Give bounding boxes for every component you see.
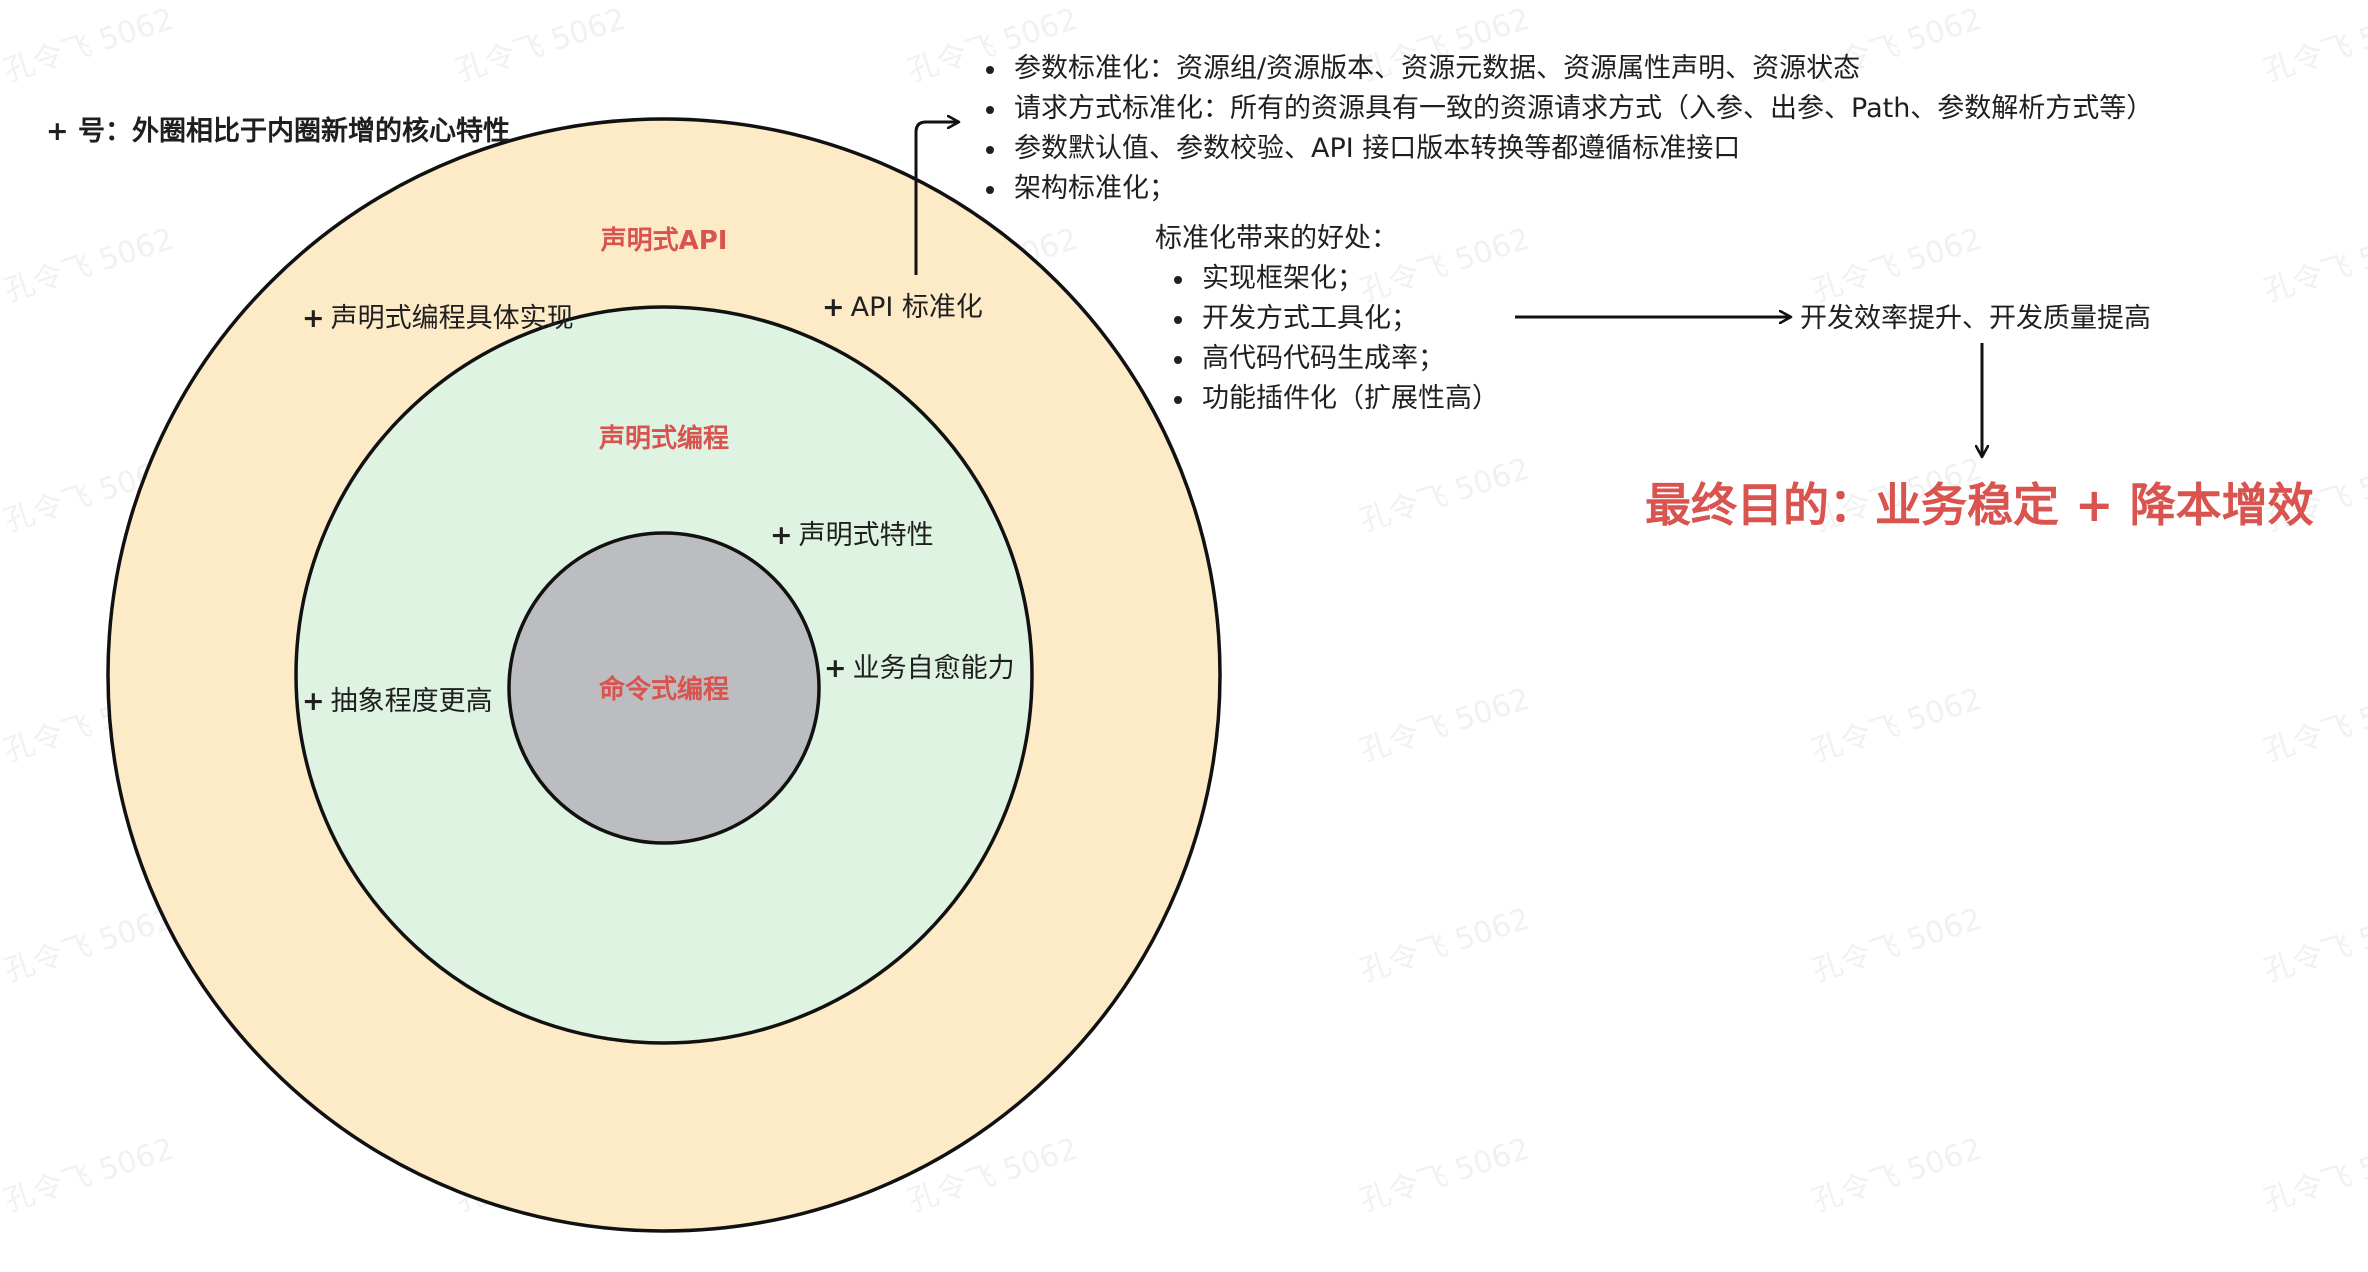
inner-ring-imperative-programming <box>507 531 821 845</box>
plus-icon: + <box>822 292 845 323</box>
plus-icon: + <box>302 303 325 334</box>
benefits-title: 标准化带来的好处： <box>1155 223 1398 254</box>
plus-icon: + <box>770 520 793 551</box>
feature-declarative-implementation: +声明式编程具体实现 <box>302 305 574 332</box>
list-item: 实现框架化； <box>1166 259 1499 299</box>
plus-icon: + <box>302 686 325 717</box>
benefits-list: 实现框架化； 开发方式工具化； 高代码代码生成率； 功能插件化（扩展性高） <box>1166 259 1499 419</box>
list-item: 参数标准化：资源组/资源版本、资源元数据、资源属性声明、资源状态 <box>978 49 2153 89</box>
feature-label: 抽象程度更高 <box>330 686 493 717</box>
feature-declarative-traits: +声明式特性 <box>770 522 934 549</box>
final-goal: 最终目的：业务稳定 + 降本增效 <box>1645 478 2314 532</box>
feature-self-healing: +业务自愈能力 <box>824 655 1015 682</box>
feature-label: 业务自愈能力 <box>852 653 1015 684</box>
list-item: 参数默认值、参数校验、API 接口版本转换等都遵循标准接口 <box>978 129 2153 169</box>
list-item: 高代码代码生成率； <box>1166 339 1499 379</box>
plus-icon: + <box>824 653 847 684</box>
list-item: 请求方式标准化：所有的资源具有一致的资源请求方式（入参、出参、Path、参数解析… <box>978 89 2153 129</box>
feature-label: API 标准化 <box>850 292 983 323</box>
outer-ring-title: 声明式API <box>600 226 728 256</box>
list-item: 功能插件化（扩展性高） <box>1166 379 1499 419</box>
list-item: 架构标准化； <box>978 169 2153 209</box>
result-text: 开发效率提升、开发质量提高 <box>1800 303 2151 334</box>
legend-text: + 号：外圈相比于内圈新增的核心特性 <box>46 116 511 147</box>
inner-ring-title: 命令式编程 <box>598 675 730 705</box>
feature-api-standardization: +API 标准化 <box>822 294 983 321</box>
standardization-list: 参数标准化：资源组/资源版本、资源元数据、资源属性声明、资源状态 请求方式标准化… <box>978 49 2153 209</box>
api-standardization-arrow <box>914 122 958 275</box>
list-item: 开发方式工具化； <box>1166 299 1499 339</box>
feature-label: 声明式特性 <box>798 520 934 551</box>
feature-label: 声明式编程具体实现 <box>330 303 574 334</box>
feature-higher-abstraction: +抽象程度更高 <box>302 688 493 715</box>
middle-ring-title: 声明式编程 <box>598 424 730 454</box>
